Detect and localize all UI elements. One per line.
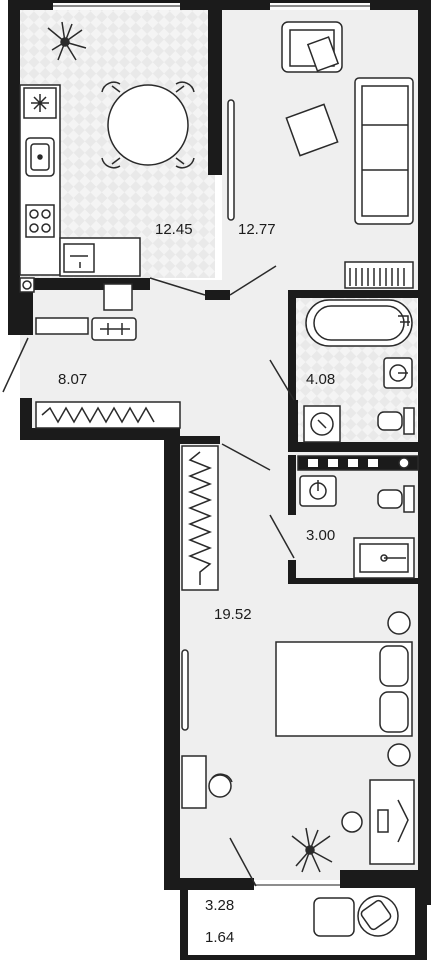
electrical-panel-icon <box>19 277 35 293</box>
dresser-icon <box>341 779 415 865</box>
bedroom-door <box>221 443 271 471</box>
desk-icon <box>181 755 233 809</box>
wardrobe-icon <box>35 401 181 429</box>
bedroom-area-label: 19.52 <box>214 606 252 623</box>
armchair-icon <box>281 21 343 73</box>
kitchen-door <box>149 277 206 296</box>
wardrobe-icon <box>181 445 219 591</box>
bathroom-door <box>269 359 295 401</box>
bathtub-icon <box>305 299 413 347</box>
balcony-door <box>229 837 257 887</box>
radiator-icon <box>91 317 137 341</box>
windows <box>53 5 370 886</box>
sink-icon <box>25 137 55 177</box>
entrance-door <box>2 337 29 393</box>
shoe-bench-icon <box>35 317 89 335</box>
armchair-icon <box>357 895 399 937</box>
washing-machine-icon <box>303 405 341 443</box>
washbasin-icon <box>299 475 337 507</box>
living-furniture <box>227 21 414 289</box>
washbasin-icon <box>383 357 413 389</box>
bedroom-furniture <box>181 445 415 873</box>
toilet-icon <box>377 407 415 435</box>
walls <box>8 0 431 960</box>
hob-icon <box>25 204 55 238</box>
living-room-area-label: 12.77 <box>238 221 276 238</box>
toilet-room-furniture <box>297 455 419 579</box>
double-bed-icon <box>275 611 413 767</box>
chair-icon <box>101 81 121 93</box>
bathroom-area-label: 4.08 <box>306 371 335 388</box>
tv-stand-icon <box>227 99 235 221</box>
kitchen-area-label: 12.45 <box>155 221 193 238</box>
ventilation-shaft <box>297 455 419 471</box>
living-door <box>229 265 277 296</box>
balcony-table-icon <box>313 897 355 937</box>
shower-icon <box>353 537 415 579</box>
balcony-furniture <box>313 895 399 937</box>
stove-icon <box>23 87 57 119</box>
toilet-icon <box>377 485 415 513</box>
radiator-icon <box>344 261 414 289</box>
fridge-icon <box>63 243 95 273</box>
kitchen-furniture <box>19 21 195 277</box>
tv-stand-icon <box>181 649 189 731</box>
coffee-table-icon <box>285 103 339 157</box>
toilet-door <box>269 514 295 559</box>
area-labels: 12.45 12.77 8.07 4.08 3.00 19.52 3.28 1.… <box>58 221 335 946</box>
doors <box>2 265 295 887</box>
sofa-icon <box>354 77 414 225</box>
bathroom-furniture <box>303 299 415 443</box>
dining-table-icon <box>101 81 195 169</box>
hallway-furniture <box>19 277 181 429</box>
potted-plant-icon <box>47 21 87 61</box>
potted-plant-icon <box>291 827 333 873</box>
toilet-area-label: 3.00 <box>306 527 335 544</box>
balcony-reduced-area-label: 1.64 <box>205 929 234 946</box>
balcony-total-area-label: 3.28 <box>205 897 234 914</box>
hallway-area-label: 8.07 <box>58 371 87 388</box>
